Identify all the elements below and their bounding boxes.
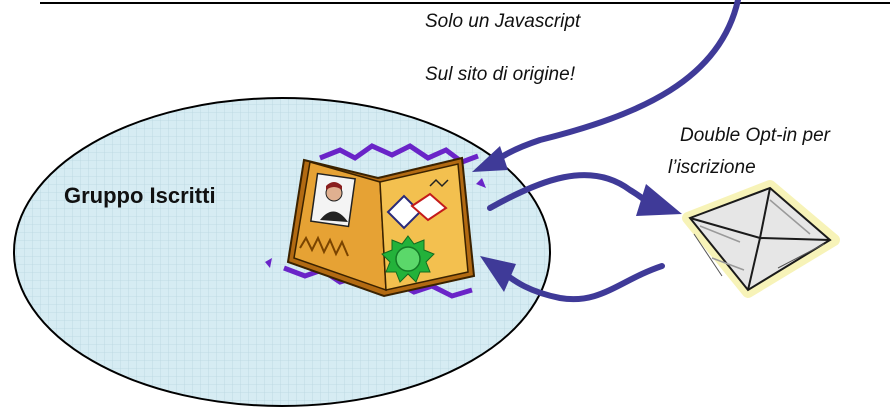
- return-arrowhead: [480, 256, 516, 292]
- script-arrow: [485, 0, 741, 171]
- optin-note-line1: Double Opt-in per: [680, 125, 830, 146]
- optin-arrowhead: [636, 184, 682, 216]
- script-arrowhead: [472, 146, 508, 172]
- script-note-line1: Solo un Javascript: [425, 11, 581, 32]
- group-label: Gruppo Iscritti: [64, 183, 216, 208]
- envelope-icon: [682, 180, 840, 298]
- script-note-line2: Sul sito di origine!: [425, 64, 575, 85]
- return-arrow: [497, 263, 665, 303]
- address-book-icon: [265, 143, 486, 299]
- optin-note-line2: l’iscrizione: [668, 157, 756, 178]
